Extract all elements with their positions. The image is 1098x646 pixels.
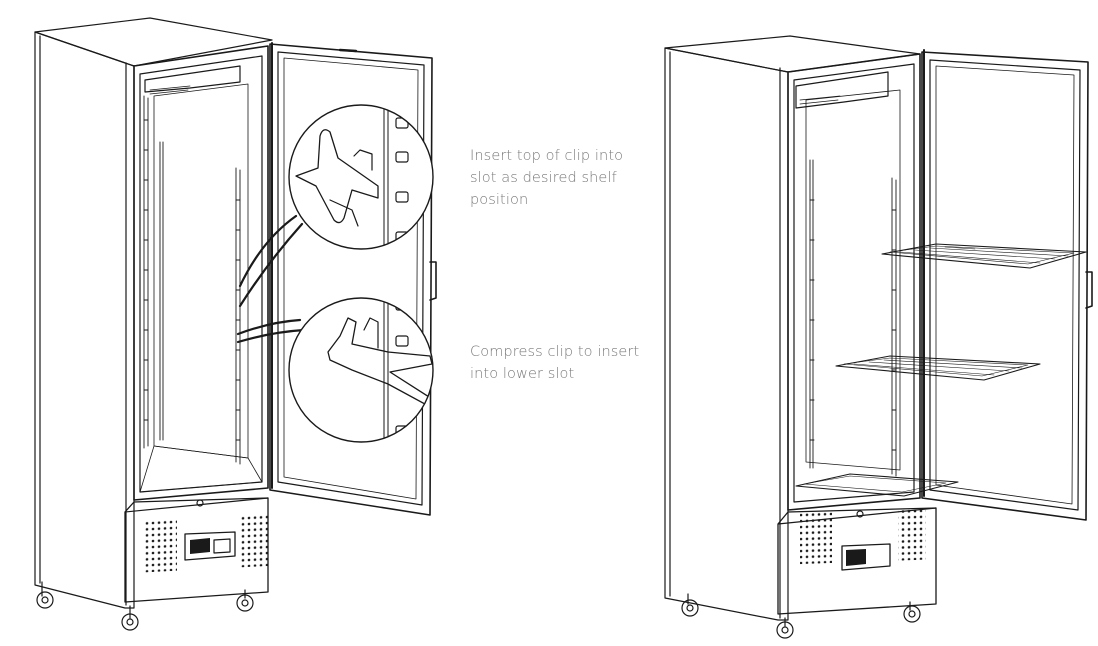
magnifier-compress-clip <box>288 297 434 443</box>
right-castors <box>681 593 921 639</box>
right-shelf-top <box>881 243 1087 269</box>
left-castors <box>36 581 254 631</box>
left-shelf-rails <box>143 95 241 465</box>
left-vent-right <box>240 513 268 568</box>
right-shelf-rails <box>809 159 897 477</box>
callout-line: into lower slot <box>470 366 575 382</box>
callout-line: Insert top of clip into <box>470 148 624 164</box>
right-shelf-middle <box>835 355 1041 381</box>
left-evaporator <box>144 65 241 93</box>
left-cabinet-body <box>34 31 135 609</box>
left-door-opening <box>133 45 269 501</box>
right-vent-left <box>800 510 832 565</box>
right-evaporator <box>795 71 889 109</box>
left-door-handle <box>429 261 437 301</box>
callout-line: position <box>470 192 529 208</box>
left-fridge <box>34 17 437 631</box>
left-open-door <box>269 43 433 516</box>
callout-compress-clip: Compress clip to insert into lower slot <box>470 341 639 385</box>
right-open-door <box>921 51 1089 521</box>
right-base-unit <box>777 507 937 615</box>
callout-line: Compress clip to insert <box>470 344 640 360</box>
clip-compress-shape <box>327 317 433 411</box>
right-control-panel <box>841 543 891 571</box>
right-door-opening <box>787 53 921 511</box>
right-vent-right <box>898 507 926 561</box>
right-lock-icon <box>856 510 864 518</box>
left-lock-icon <box>196 499 204 507</box>
right-cabinet-body <box>664 47 789 621</box>
left-vent-left <box>145 518 177 573</box>
callout-line: slot as desired shelf <box>470 170 617 186</box>
right-shelf-bottom <box>795 473 959 497</box>
magnifier-leader-lines <box>236 214 306 344</box>
callout-insert-top: Insert top of clip into slot as desired … <box>470 145 623 211</box>
magnifier-insert-top <box>288 104 434 250</box>
clip-top-shape <box>295 129 379 224</box>
right-fridge <box>664 35 1093 639</box>
left-control-panel <box>184 531 236 561</box>
left-cabinet-top <box>34 17 273 67</box>
right-cabinet-top <box>664 35 921 73</box>
right-door-handle <box>1085 271 1093 309</box>
